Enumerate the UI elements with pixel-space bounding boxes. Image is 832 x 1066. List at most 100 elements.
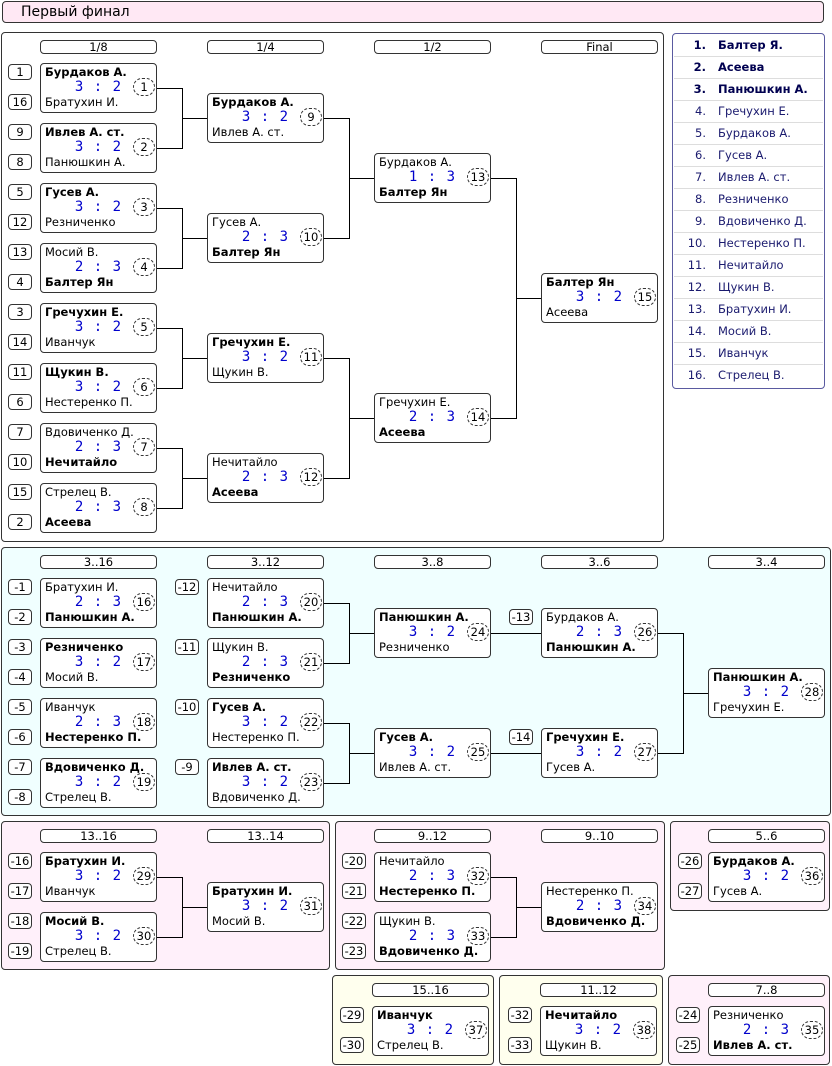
player-top: Щукин В. [212, 640, 269, 654]
match-number-badge: 19 [133, 773, 155, 791]
player-top: Резниченко [45, 640, 124, 654]
match-number-badge: 37 [465, 1021, 487, 1039]
match-score: 3 : 2 [74, 199, 123, 215]
match-score: 2 : 3 [408, 928, 457, 944]
seed-box: -30 [340, 1037, 364, 1053]
player-bottom: Гусев А. [546, 760, 596, 774]
player-bottom: Нестеренко П. [379, 884, 476, 898]
match-number-badge: 9 [300, 108, 322, 126]
seed-box: 2 [8, 514, 32, 530]
seed-box: -12 [175, 579, 199, 595]
player-top: Гречухин Е. [45, 305, 124, 319]
player-bottom: Панюшкин А. [45, 610, 135, 624]
player-top: Гречухин Е. [379, 395, 451, 409]
result-row: 16.Стрелец В. [687, 368, 785, 382]
match-score: 3 : 2 [406, 1022, 455, 1038]
match-score: 3 : 2 [241, 774, 290, 790]
match-score: 2 : 3 [241, 594, 290, 610]
player-bottom: Балтер Ян [212, 245, 281, 259]
seed-box: -18 [8, 913, 32, 929]
connector-line [349, 418, 374, 419]
result-row: 15.Иванчук [674, 343, 823, 365]
connector-line [491, 753, 541, 754]
match-number-badge: 28 [801, 683, 823, 701]
seed-box: 8 [8, 154, 32, 170]
player-bottom: Асеева [45, 515, 92, 529]
seed-box: -27 [678, 883, 702, 899]
connector-line [157, 88, 182, 89]
player-top: Бурдаков А. [546, 610, 619, 624]
connector-line [491, 877, 516, 878]
player-top: Вдовиченко Д. [45, 760, 145, 774]
seed-box: -13 [509, 609, 533, 625]
seed-box: -26 [678, 853, 702, 869]
seed-box: 3 [8, 304, 32, 320]
seed-box: -9 [175, 759, 199, 775]
player-top: Бурдаков А. [713, 854, 795, 868]
player-bottom: Стрелец В. [377, 1038, 444, 1052]
connector-line [182, 238, 207, 239]
seed-box: -3 [8, 639, 32, 655]
connector-line [516, 298, 541, 299]
player-top: Иванчук [45, 700, 96, 714]
seed-box: 4 [8, 274, 32, 290]
seed-box: 12 [8, 214, 32, 230]
player-bottom: Ивлев А. ст. [212, 125, 285, 139]
seed-box: 14 [8, 334, 32, 350]
round-header: 9..12 [374, 829, 491, 843]
match-score: 3 : 2 [742, 868, 791, 884]
round-header: 1/2 [374, 40, 491, 54]
seed-box: -8 [8, 789, 32, 805]
player-bottom: Асеева [546, 305, 589, 319]
match-number-badge: 5 [133, 318, 155, 336]
round-header: 13..14 [207, 829, 324, 843]
round-header: 3..16 [40, 555, 157, 569]
result-row: 9.Вдовиченко Д. [674, 211, 823, 233]
round-header: 1/8 [40, 40, 157, 54]
player-bottom: Братухин И. [45, 95, 119, 109]
seed-box: -25 [676, 1037, 700, 1053]
seed-box: -16 [8, 853, 32, 869]
match-number-badge: 12 [300, 468, 322, 486]
seed-box: 10 [8, 454, 32, 470]
match-score: 3 : 2 [241, 349, 290, 365]
player-bottom: Ивлев А. ст. [713, 1038, 793, 1052]
connector-line [324, 783, 349, 784]
seed-box: -17 [8, 883, 32, 899]
result-row: 6.Гусев А. [674, 145, 823, 167]
player-top: Нестеренко П. [546, 884, 634, 898]
round-header: 11..12 [540, 983, 657, 997]
match-score: 2 : 3 [575, 624, 624, 640]
player-bottom: Иванчук [45, 884, 96, 898]
connector-line [324, 118, 349, 119]
match-number-badge: 18 [133, 713, 155, 731]
player-top: Бурдаков А. [212, 95, 294, 109]
match-number-badge: 21 [300, 653, 322, 671]
connector-line [491, 418, 516, 419]
player-bottom: Вдовиченко Д. [546, 914, 646, 928]
match-number-badge: 2 [133, 138, 155, 156]
player-bottom: Резниченко [45, 215, 116, 229]
match-number-badge: 13 [467, 168, 489, 186]
match-score: 3 : 2 [241, 898, 290, 914]
player-bottom: Мосий В. [212, 914, 266, 928]
seed-box: -5 [8, 699, 32, 715]
player-top: Гусев А. [212, 215, 262, 229]
player-bottom: Балтер Ян [45, 275, 114, 289]
player-bottom: Нестеренко П. [45, 395, 133, 409]
player-top: Резниченко [713, 1008, 784, 1022]
player-top: Мосий В. [45, 914, 105, 928]
match-number-badge: 32 [467, 867, 489, 885]
player-bottom: Иванчук [45, 335, 96, 349]
result-row: 7.Ивлев А. ст. [674, 167, 823, 189]
seed-box: 6 [8, 394, 32, 410]
